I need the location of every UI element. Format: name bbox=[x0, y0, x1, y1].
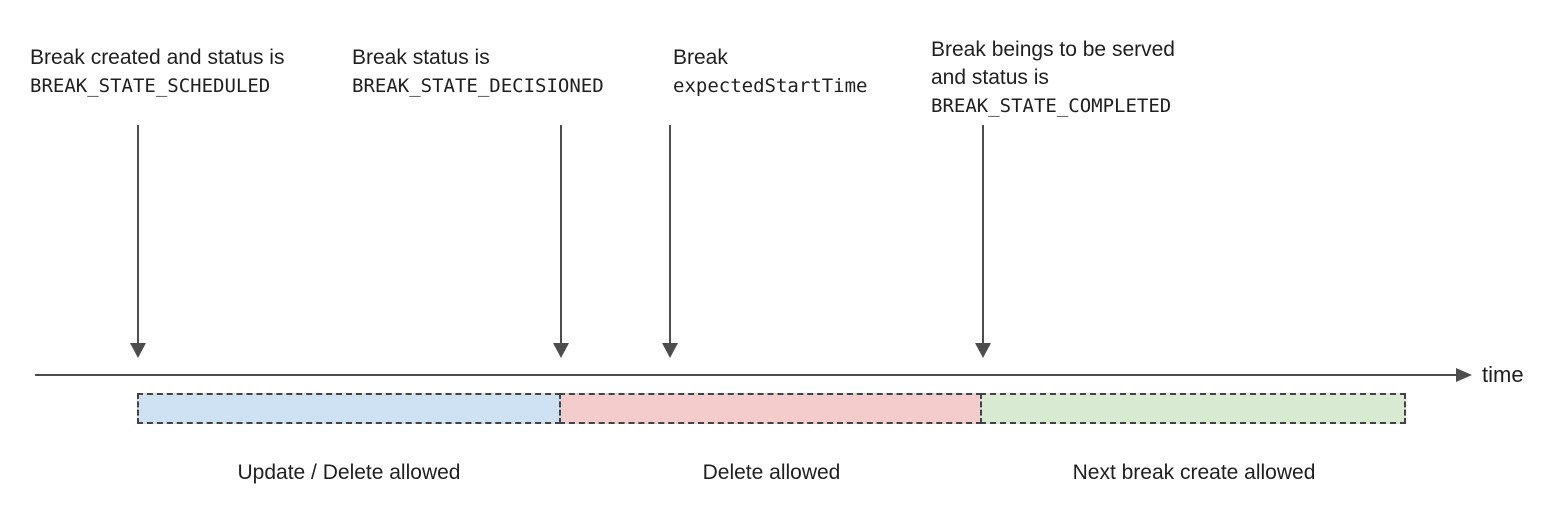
segment-update-delete-allowed bbox=[137, 393, 561, 424]
time-axis-line bbox=[35, 374, 1457, 376]
annotation-text: Break status is bbox=[352, 46, 490, 69]
arrow-head-icon bbox=[975, 343, 991, 358]
annotation-text: Break beings to be served bbox=[931, 38, 1175, 61]
arrow-head-icon bbox=[130, 343, 146, 358]
annotation-break-scheduled: Break created and status is BREAK_STATE_… bbox=[30, 44, 284, 100]
arrow-shaft bbox=[669, 125, 671, 344]
phase-segments bbox=[137, 393, 1406, 424]
segment-label-update-delete: Update / Delete allowed bbox=[237, 461, 461, 484]
annotation-code-expected-start-time: expectedStartTime bbox=[673, 75, 868, 97]
time-axis-label: time bbox=[1482, 362, 1524, 387]
arrow-shaft bbox=[137, 125, 139, 344]
segment-label-delete: Delete allowed bbox=[702, 461, 841, 484]
arrow-head-icon bbox=[553, 343, 569, 358]
time-axis-arrow-icon bbox=[1456, 368, 1472, 382]
arrow-head-icon bbox=[662, 343, 678, 358]
annotation-break-completed: Break beings to be served and status is … bbox=[931, 36, 1175, 120]
segment-next-break-create-allowed bbox=[980, 393, 1406, 424]
annotation-text: and status is bbox=[931, 66, 1049, 89]
annotation-break-decisioned: Break status is BREAK_STATE_DECISIONED bbox=[352, 44, 604, 100]
annotation-code-break-state-decisioned: BREAK_STATE_DECISIONED bbox=[352, 75, 604, 97]
annotation-text: Break created and status is bbox=[30, 46, 285, 69]
down-arrow-expected-start bbox=[662, 125, 678, 358]
down-arrow-decisioned bbox=[553, 125, 569, 358]
annotation-code-break-state-scheduled: BREAK_STATE_SCHEDULED bbox=[30, 75, 271, 97]
segment-label-next-break-create: Next break create allowed bbox=[1072, 461, 1316, 484]
arrow-shaft bbox=[982, 125, 984, 344]
annotation-code-break-state-completed: BREAK_STATE_COMPLETED bbox=[931, 95, 1172, 117]
segment-delete-allowed bbox=[559, 393, 982, 424]
down-arrow-scheduled bbox=[130, 125, 146, 358]
annotation-text: Break bbox=[673, 46, 728, 69]
arrow-shaft bbox=[560, 125, 562, 344]
down-arrow-completed bbox=[975, 125, 991, 358]
annotation-expected-start-time: Break expectedStartTime bbox=[673, 44, 867, 100]
